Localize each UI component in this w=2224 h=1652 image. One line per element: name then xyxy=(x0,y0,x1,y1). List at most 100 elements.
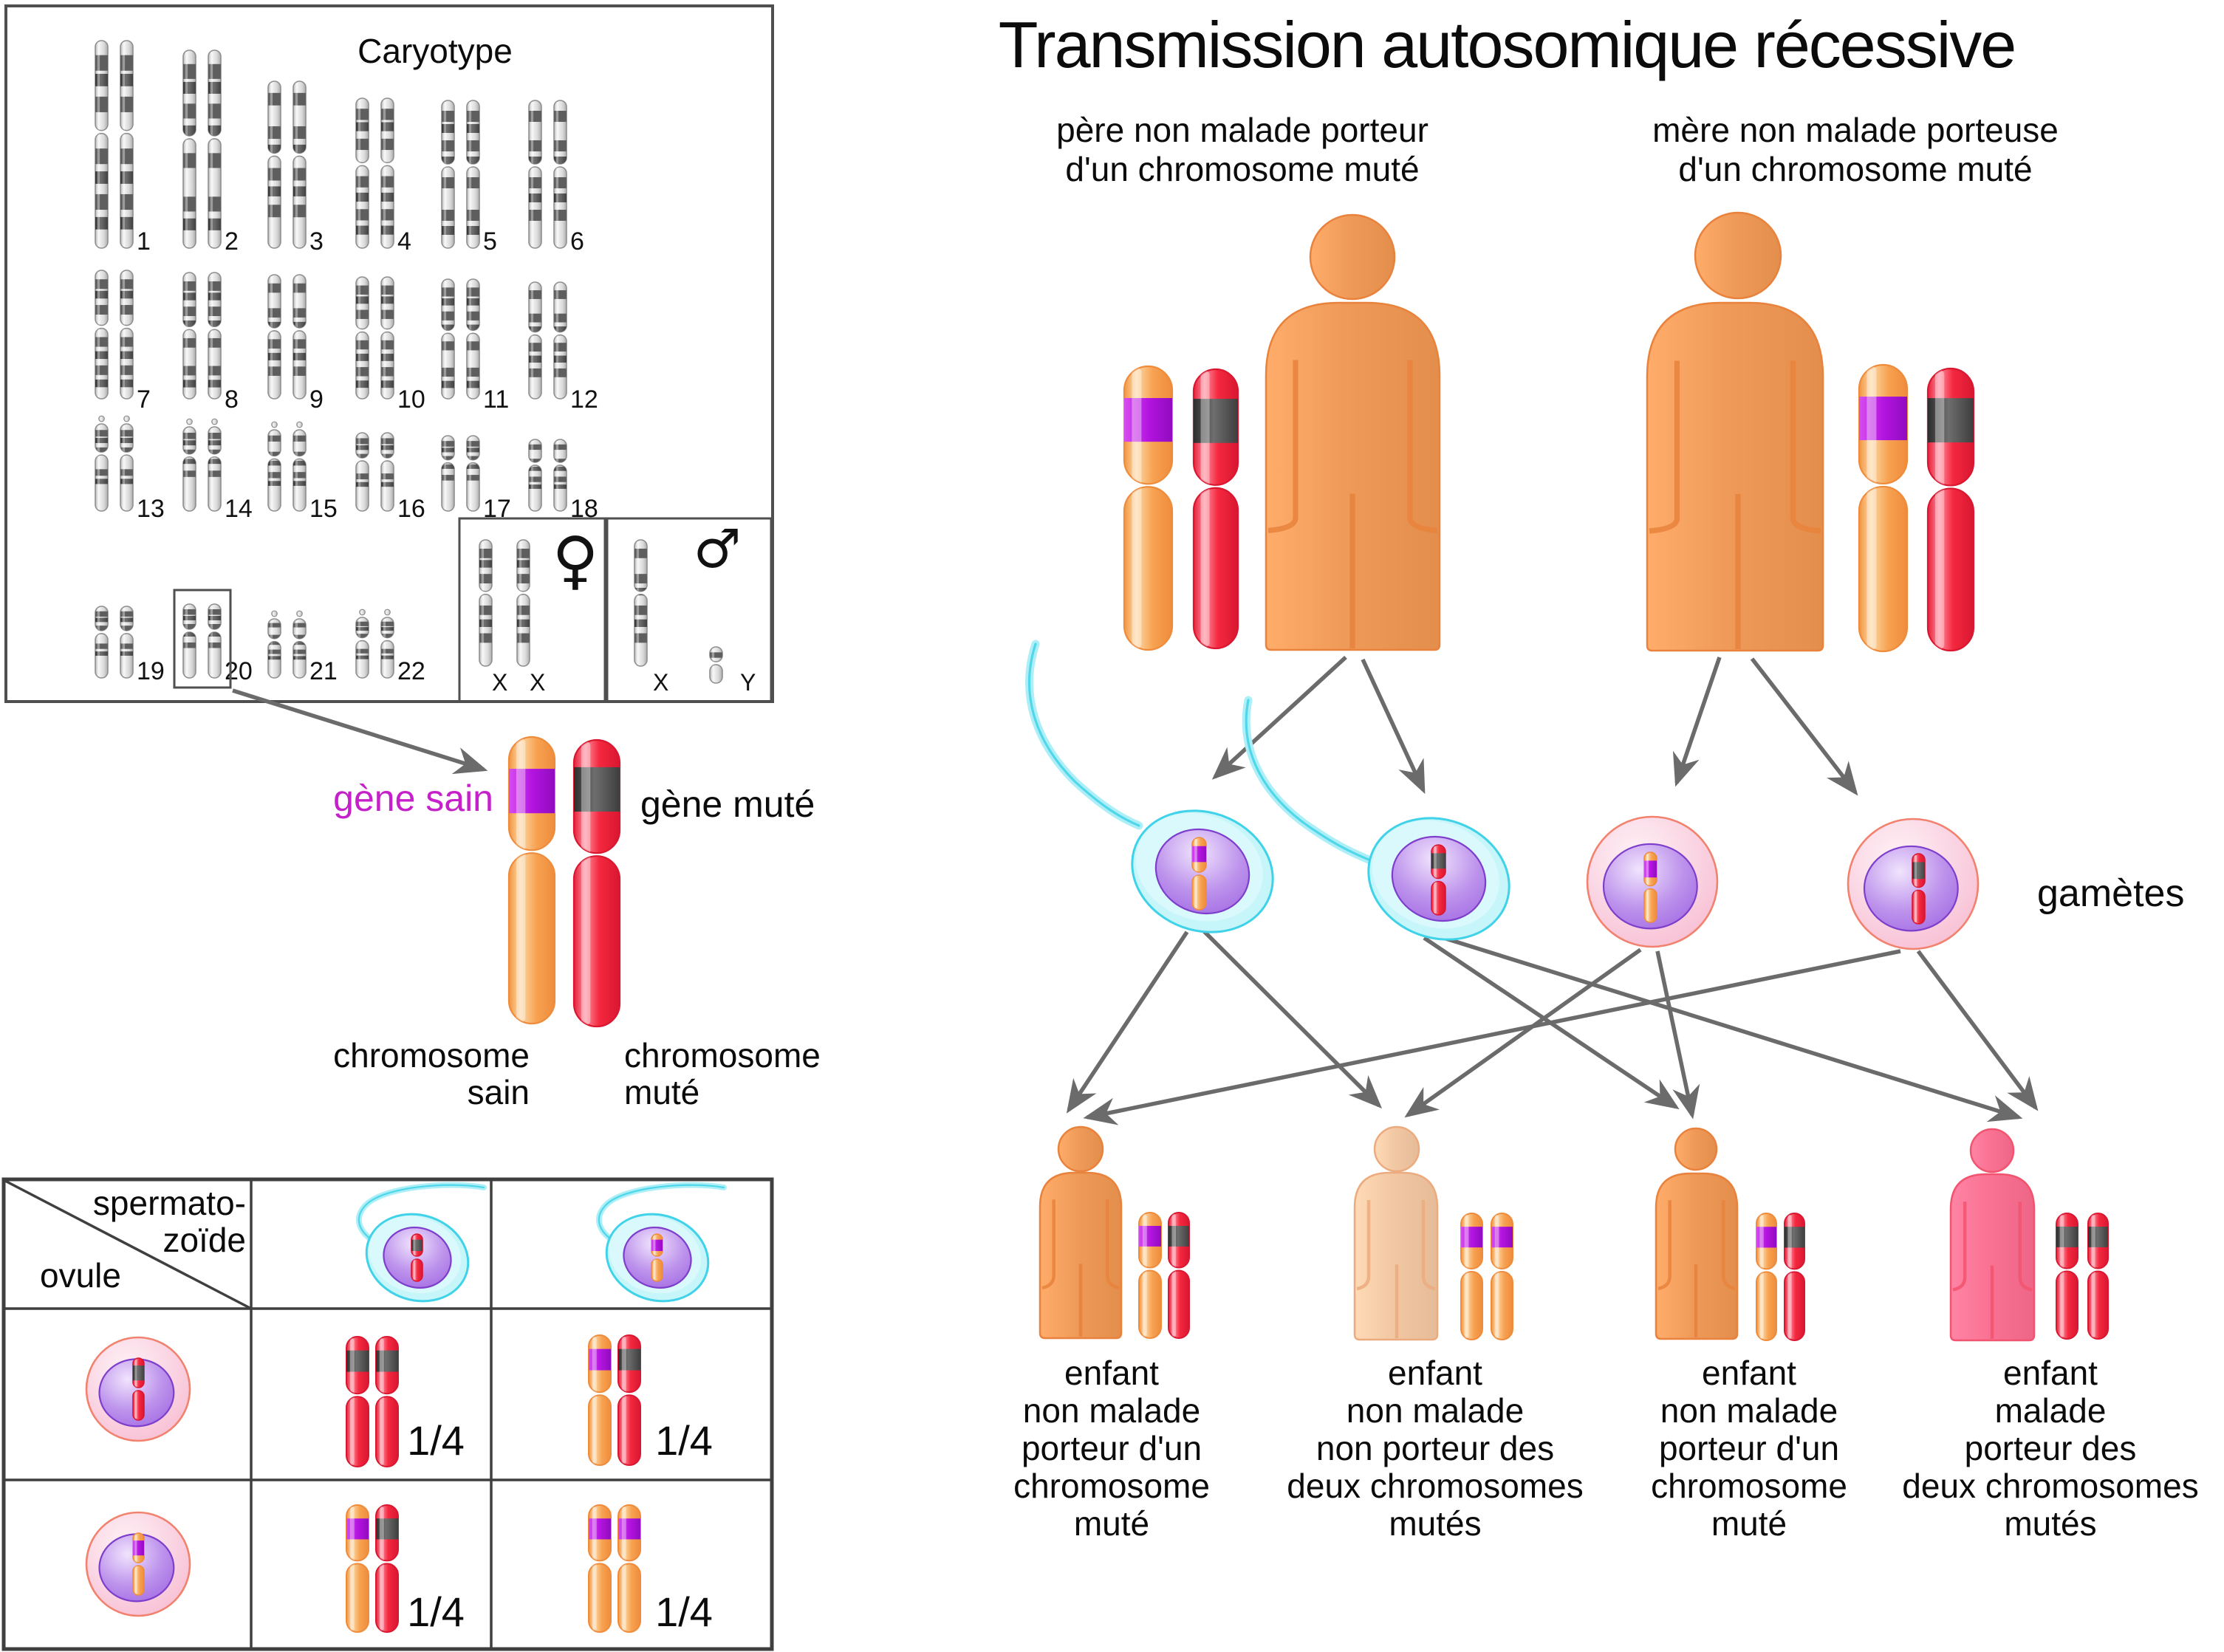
punnett-sperm-header-line2: zoïde xyxy=(162,1221,246,1259)
shine xyxy=(2059,1215,2064,1337)
karyotype-pair-13: 13 xyxy=(95,415,165,523)
shine xyxy=(97,425,100,510)
karyotype-pair-9: 9 xyxy=(267,274,324,414)
band xyxy=(183,440,196,446)
karyotype-pair-17: 17 xyxy=(441,435,511,523)
band xyxy=(183,306,196,316)
band xyxy=(467,210,479,221)
shine xyxy=(383,619,386,676)
band xyxy=(95,73,108,86)
band xyxy=(208,616,221,620)
band xyxy=(381,176,394,188)
shine xyxy=(185,428,188,510)
arrow-sperm1-to-child2 xyxy=(1202,929,1382,1108)
karyotype-chromosome xyxy=(466,435,480,512)
karyotype-pair-number: 13 xyxy=(137,495,165,523)
child1-label: enfant non malade porteur d'un chromosom… xyxy=(934,1354,1289,1543)
band xyxy=(356,648,369,654)
band xyxy=(268,656,281,660)
band xyxy=(133,1540,144,1556)
chromosome-arm-bottom xyxy=(1858,485,1909,653)
band xyxy=(268,92,281,106)
karyotype-chromosome xyxy=(95,270,109,400)
punnett-sperm-header: spermato- zoïde xyxy=(93,1185,246,1258)
chromosome-arm-top xyxy=(292,274,307,329)
child1-line: chromosome xyxy=(1013,1467,1210,1505)
satellite xyxy=(296,421,303,428)
band xyxy=(208,632,221,637)
shine xyxy=(555,441,559,510)
legend-mutated-chromosome xyxy=(572,738,621,1028)
band xyxy=(618,1518,640,1540)
child4-line: enfant xyxy=(2003,1354,2098,1392)
arrow-sperm2-to-child4 xyxy=(1438,934,2023,1123)
band xyxy=(467,226,479,235)
band xyxy=(381,225,394,235)
chromosome-arm-bottom xyxy=(292,640,307,679)
karyotype-chromosome xyxy=(355,432,369,512)
karyotype-chromosome xyxy=(208,603,222,679)
band xyxy=(268,435,281,442)
karyotype-title: Caryotype xyxy=(357,32,513,70)
karyotype-pair-21: 21 xyxy=(267,610,338,685)
karyotype-chromosome xyxy=(182,603,196,679)
karyotype-chromosome xyxy=(355,609,369,679)
chromosome-arm-top xyxy=(267,80,281,154)
band xyxy=(1461,1227,1482,1248)
arrow-egg1-to-child2 xyxy=(1404,947,1642,1118)
shine xyxy=(295,83,298,247)
punnett-cell-rr-chromosome xyxy=(346,1336,369,1467)
karyotype-chromosome xyxy=(267,421,281,512)
shine xyxy=(357,278,361,397)
band xyxy=(467,341,479,351)
band xyxy=(554,290,567,299)
band xyxy=(2088,1227,2108,1247)
band xyxy=(183,459,196,465)
karyotype-zoom-arrow xyxy=(232,688,488,775)
sperm-nucleus xyxy=(623,1226,692,1289)
person-head xyxy=(1674,1127,1718,1171)
band xyxy=(183,470,196,477)
band xyxy=(589,1348,611,1371)
karyotype-pair-number: 22 xyxy=(397,657,425,685)
band xyxy=(529,326,541,334)
band xyxy=(183,103,196,119)
chromosome-arm-bottom xyxy=(411,1258,423,1282)
band xyxy=(208,624,221,630)
satellite xyxy=(359,609,366,616)
band xyxy=(268,649,281,654)
person-body xyxy=(1949,1173,2036,1342)
child4-line: mutés xyxy=(2004,1504,2097,1543)
person-arm-left xyxy=(1267,360,1299,533)
shine xyxy=(1787,1215,1792,1339)
child1-line: non malade xyxy=(1022,1391,1201,1430)
band xyxy=(651,1239,663,1252)
person-arm-right xyxy=(1106,1199,1120,1290)
band xyxy=(183,196,196,212)
child4-line: malade xyxy=(1994,1391,2107,1430)
chromosome-arm-bottom xyxy=(1431,880,1446,916)
sperm-tail xyxy=(1242,696,1377,866)
shine xyxy=(185,274,188,397)
karyotype-chromosome xyxy=(292,80,307,249)
band xyxy=(479,560,492,568)
karyotype-pair-number: 3 xyxy=(309,227,324,256)
karyotype-chromosome xyxy=(120,40,134,249)
punnett-sperm-healthy xyxy=(596,1182,727,1303)
band xyxy=(183,337,196,348)
mother-figure xyxy=(1646,211,1824,652)
band xyxy=(554,355,567,363)
chromosome-sain-line2: sain xyxy=(467,1073,530,1111)
band xyxy=(442,441,454,447)
karyotype-chromosome xyxy=(441,435,455,512)
shine xyxy=(592,1507,597,1631)
child2-healthy-chromosome xyxy=(1491,1213,1513,1340)
band xyxy=(467,311,479,321)
chromosome-arm-bottom xyxy=(617,1563,641,1633)
chromosome-arm-bottom xyxy=(2056,1270,2078,1340)
band xyxy=(95,216,108,230)
child4-line: porteur des xyxy=(1964,1429,2137,1467)
band xyxy=(183,632,196,637)
band xyxy=(376,1350,398,1372)
person-arm-left xyxy=(1041,1199,1055,1290)
